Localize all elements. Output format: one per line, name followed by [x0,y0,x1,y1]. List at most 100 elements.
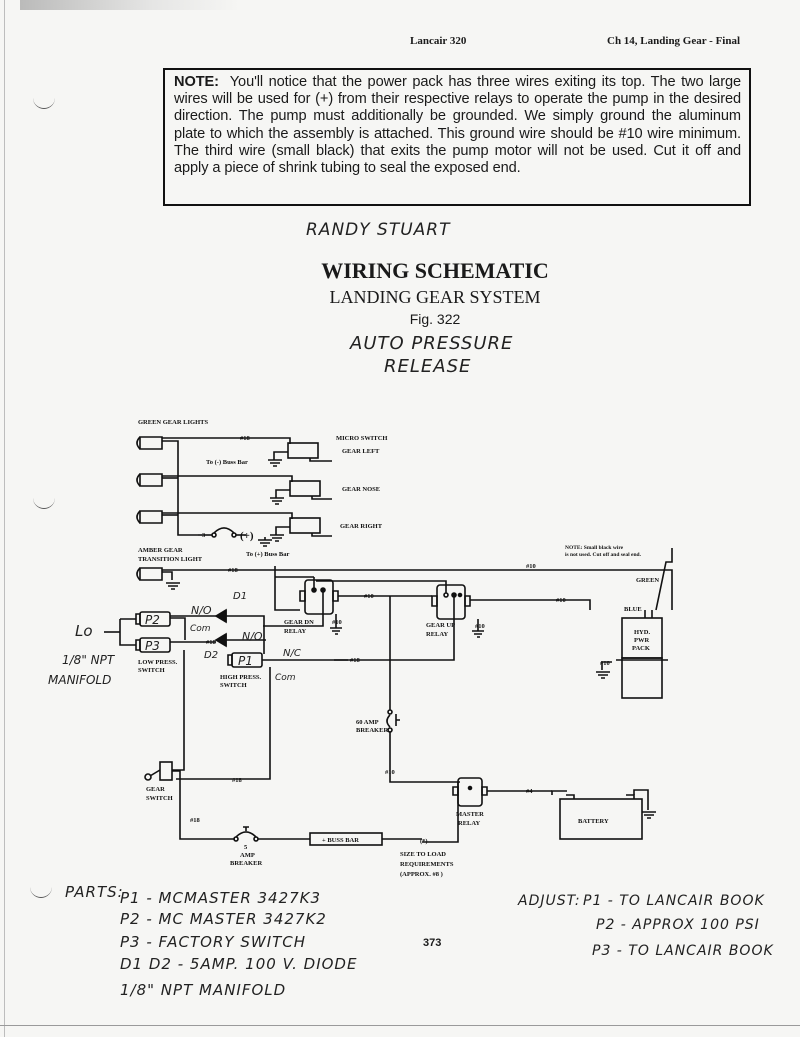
label-hyd-pwr-pack: HYD. [634,629,650,636]
wire-gauge-label: #10 [385,769,395,776]
wire-gauge-label: #10 [364,593,374,600]
label-gear-up-relay: RELAY [426,631,448,638]
scan-shadow [20,0,240,10]
wire-gauge-label: #4 [526,788,533,795]
green-gear-light-right [136,510,163,524]
adjust-item: P1 - TO LANCAIR BOOK [583,893,765,909]
parts-item: 1/8" NPT MANIFOLD [120,981,287,999]
note-box: NOTE: You'll notice that the power pack … [163,68,751,206]
adjust-item: P3 - TO LANCAIR BOOK [592,943,774,959]
label-60-amp-breaker: 60 AMP [356,719,379,726]
label-gear-dn-relay: GEAR DN [284,619,314,626]
punch-hole-mark [30,885,52,898]
parts-item: P3 - FACTORY SWITCH [120,933,307,951]
page-edge-bottom [0,1025,800,1026]
wire-gauge-label: #18 [350,657,361,664]
note-text: You'll notice that the power pack has th… [174,74,741,177]
label-micro-switch: MICRO SWITCH [336,435,387,442]
handwritten-com: Com [190,624,211,634]
label-transition-light: TRANSITION LIGHT [138,556,203,563]
label-buss-bar: + BUSS BAR [322,837,359,844]
label-size-note: (*) [420,838,428,845]
label-green-gear-lights: GREEN GEAR LIGHTS [138,419,208,426]
punch-hole-mark [33,496,55,509]
label-60-amp-breaker: BREAKER [356,727,388,734]
label-5-amp-breaker: BREAKER [230,860,262,867]
label-low-press-switch: LOW PRESS. [138,659,178,666]
wire-gauge-label: #10 [556,597,566,604]
handwritten-annotation: RELEASE [384,356,472,377]
parts-item: P2 - MC MASTER 3427K2 [120,910,327,928]
label-plus: (+) [240,530,254,542]
green-gear-light-left [136,436,163,450]
header-manual-title: Lancair 320 [410,35,467,47]
label-size-note: (APPROX. #8 ) [400,871,443,878]
handwritten-d1: D1 [233,591,247,602]
handwritten-d2: D2 [204,650,218,661]
label-master-relay: RELAY [458,820,480,827]
wire-gauge-label: #10 [600,660,610,667]
label-size-note: REQUIREMENTS [400,861,454,868]
punch-hole-mark [33,96,55,109]
handwritten-no: N/O [191,604,212,617]
wire-gauge-label: #18 [240,435,251,442]
green-gear-light-nose [136,473,163,487]
label-gear-left: GEAR LEFT [342,448,380,455]
figure-number: Fig. 322 [409,311,461,327]
label-amber-gear: AMBER GEAR [138,547,183,554]
handwritten-p3: P3 [145,639,160,653]
label-size-note: SIZE TO LOAD [400,851,446,858]
label-5-amp-breaker: 5 [244,844,248,851]
label-gear-switch: GEAR [146,786,165,793]
page-edge [4,0,5,1037]
handwritten-p2: P2 [145,613,160,627]
handwritten-com: Com [275,673,296,683]
figure-subtitle: LANDING GEAR SYSTEM [329,287,541,307]
handwritten-manifold: MANIFOLD [48,673,111,687]
label-breaker-3: 3 [202,532,206,539]
wire-gauge-label: #10 [526,563,536,570]
handwritten-p1: P1 [238,654,253,668]
parts-item: P1 - MCMASTER 3427K3 [120,889,322,907]
label-pump-note: is not used. Cut off and seal end. [565,552,642,558]
handwritten-no: N/O [242,630,263,643]
label-high-press-switch: SWITCH [220,682,247,689]
label-gear-nose: GEAR NOSE [342,486,380,493]
handwritten-nc: N/C [283,648,301,659]
label-5-amp-breaker: AMP [240,852,255,859]
wire-gauge-label: #18 [228,567,239,574]
wire-gauge-label: #18 [232,777,243,784]
label-gear-dn-relay: RELAY [284,628,306,635]
label-gear-switch: SWITCH [146,795,173,802]
label-hyd-pwr-pack: PACK [632,645,650,652]
handwritten-lo: Lo [75,622,93,640]
label-to-pos-buss: To (+) Buss Bar [246,551,289,558]
label-gear-up-relay: GEAR UP [426,622,455,629]
label-master-relay: MASTER [456,811,484,818]
label-battery: BATTERY [578,818,609,825]
label-to-neg-buss: To (-) Buss Bar [206,459,248,466]
wire-gauge-label: #10 [332,619,342,626]
figure-title: WIRING SCHEMATIC [321,258,549,283]
label-high-press-switch: HIGH PRESS. [220,674,262,681]
handwritten-author: RANDY STUART [306,220,451,240]
page-number: 373 [423,937,442,949]
handwritten-manifold: 1/8" NPT [62,653,116,667]
wire-gauge-label: #18 [190,817,201,824]
handwritten-annotation: AUTO PRESSURE [350,333,514,354]
label-pump-note: NOTE: Small black wire [565,545,624,551]
label-hyd-pwr-pack: PWR [634,637,649,644]
label-green-wire: GREEN [636,577,659,584]
note-label: NOTE: [174,74,219,90]
wire-gauge-label: #18 [206,639,217,646]
label-gear-right: GEAR RIGHT [340,523,383,530]
label-low-press-switch: SWITCH [138,667,165,674]
header-chapter: Ch 14, Landing Gear - Final [607,35,741,47]
wire-gauge-label: #10 [475,623,485,630]
parts-item: D1 D2 - 5AMP. 100 V. DIODE [120,955,358,973]
adjust-label: ADJUST: [518,893,581,909]
adjust-item: P2 - APPROX 100 PSI [596,917,760,933]
parts-label: PARTS: [65,883,124,901]
label-blue-wire: BLUE [624,606,642,613]
